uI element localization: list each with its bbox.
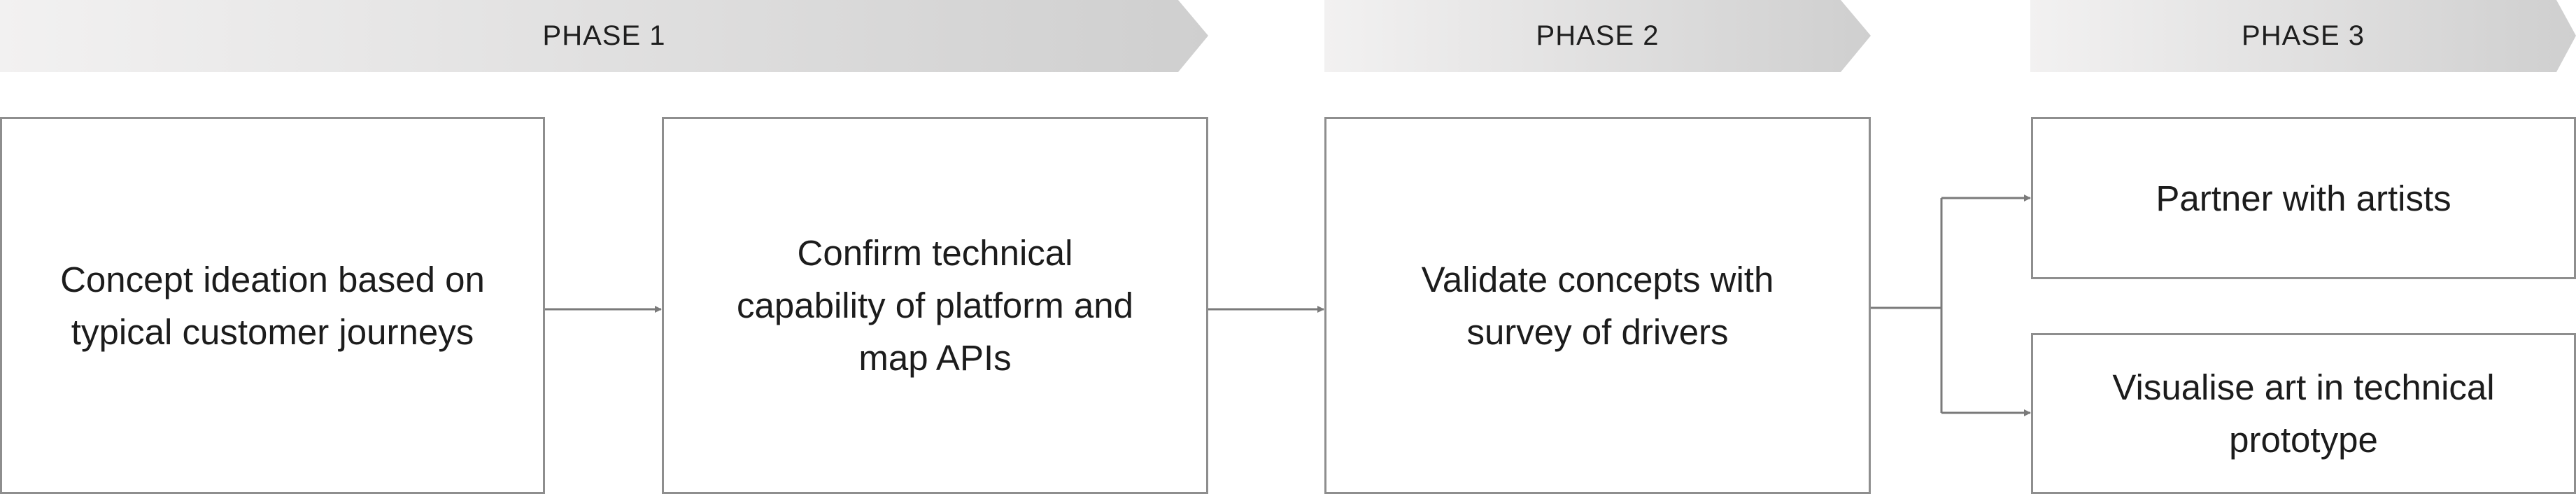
step-concept-ideation-label: Concept ideation based on typical custom… — [60, 259, 485, 352]
phase-3-banner: PHASE 3 — [2030, 0, 2576, 72]
phase-1-banner: PHASE 1 — [0, 0, 1208, 72]
phase-1-label: PHASE 1 — [542, 20, 666, 51]
phase-2-label: PHASE 2 — [1536, 20, 1659, 51]
step-partner-artists: Partner with artists — [2031, 117, 2576, 279]
step-validate-concepts-label: Validate concepts with survey of drivers — [1421, 259, 1774, 352]
step-visualise-art-label: Visualise art in technical prototype — [2112, 367, 2495, 460]
phase-2-banner: PHASE 2 — [1324, 0, 1871, 72]
step-validate-concepts: Validate concepts with survey of drivers — [1324, 117, 1871, 494]
step-visualise-art: Visualise art in technical prototype — [2031, 333, 2576, 494]
step-concept-ideation: Concept ideation based on typical custom… — [0, 117, 545, 494]
step-confirm-technical: Confirm technical capability of platform… — [662, 117, 1208, 494]
step-confirm-technical-label: Confirm technical capability of platform… — [737, 233, 1133, 378]
phase-3-label: PHASE 3 — [2242, 20, 2365, 51]
step-partner-artists-label: Partner with artists — [2156, 178, 2451, 218]
